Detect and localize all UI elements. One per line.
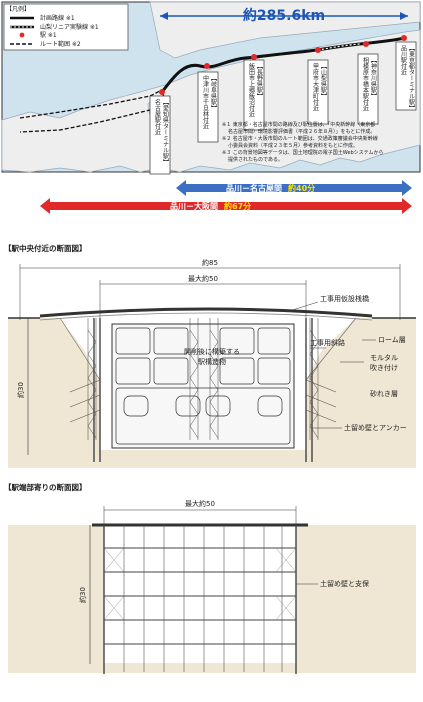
station-structure bbox=[111, 323, 295, 449]
bar-osaka: 品川－大阪間 約67分 bbox=[40, 198, 412, 214]
station-box bbox=[149, 95, 171, 175]
label-mortar-1: モルタル bbox=[370, 353, 398, 362]
intermediate-posts bbox=[123, 525, 283, 672]
station-dot bbox=[159, 89, 165, 95]
bracing bbox=[103, 547, 297, 621]
station-box bbox=[357, 53, 379, 125]
station-label: 中津川市千旦林付近 bbox=[202, 74, 209, 130]
temporary-bridge-deck bbox=[39, 307, 373, 318]
bar-nagoya-time: 約40分 bbox=[288, 183, 315, 193]
dimension-depth-2-label: 約30 bbox=[78, 587, 87, 603]
yamanashi-test-line bbox=[317, 43, 361, 51]
section-center: 【駅中央付近の断面図】 bbox=[4, 243, 416, 468]
station-dot bbox=[363, 41, 369, 47]
dimension-total: 約85 bbox=[19, 258, 401, 320]
section-end: 【駅端部寄りの断面図】 bbox=[4, 482, 416, 674]
station-label: 【神奈川県駅】 bbox=[370, 57, 377, 99]
label-loam: ローム層 bbox=[378, 336, 406, 344]
legend-planned-route: 計画路線 ※1 bbox=[40, 14, 75, 22]
dimension-total-label: 約85 bbox=[202, 258, 218, 267]
label-structure-1: 開削後に構築する bbox=[184, 347, 240, 356]
label-structure-2: 駅構造物 bbox=[198, 357, 226, 366]
section-end-title: 【駅端部寄りの断面図】 bbox=[4, 482, 87, 492]
legend-route-range: ルート範囲 ※2 bbox=[40, 40, 81, 48]
travel-time-bars: 品川－名古屋間 約40分 品川－大阪間 約67分 bbox=[40, 180, 412, 214]
label-gravel: 砂れき層 bbox=[370, 389, 398, 398]
station-label: 【東京都ターミナル駅】 bbox=[408, 45, 415, 111]
station-label: 【愛知県ターミナル駅】 bbox=[162, 99, 169, 165]
retaining-walls-2 bbox=[103, 525, 297, 674]
station-box bbox=[197, 71, 219, 143]
station-box bbox=[307, 59, 329, 125]
map-note: ※１ 東京都・名古屋市間の路線及び駅位置は、「中央新幹線（東京都・ bbox=[222, 121, 380, 128]
dimension-max: 最大約50 bbox=[99, 274, 307, 318]
station-labels: 【東京都ターミナル駅】品川駅付近 【神奈川県駅】相模原市橋本駅付近 【山梨県駅】甲府… bbox=[149, 41, 417, 175]
station-dot bbox=[315, 47, 321, 53]
station-label: 相模原市橋本駅付近 bbox=[362, 56, 369, 112]
station-label: 飯田市上郷飯沼付近 bbox=[248, 62, 255, 118]
map-note: 小委員会資料（平成２３年５月）参考資料をもとに作成。 bbox=[228, 142, 358, 149]
station-label: 【岐阜県駅】 bbox=[210, 75, 217, 111]
label-temp-bridge: 工事用仮設桟橋 bbox=[320, 294, 369, 303]
dimension-depth: 約30 bbox=[16, 318, 29, 455]
section-center-callouts: 工事用仮設桟橋 工事用斜路 開削後に構築する 駅構造物 ローム層 モルタル 吹き… bbox=[184, 294, 407, 432]
dimension-depth-label: 約30 bbox=[16, 382, 25, 398]
station-box bbox=[395, 41, 417, 111]
legend-station: 駅 ※1 bbox=[40, 32, 57, 39]
station-label: 名古屋駅付近 bbox=[154, 98, 161, 136]
station-dot bbox=[401, 35, 407, 41]
station-box bbox=[243, 59, 265, 131]
slope-right bbox=[306, 318, 356, 380]
legend-title: 【凡例】 bbox=[6, 5, 30, 13]
slope-left bbox=[60, 318, 100, 380]
station-label: 甲府市大津町付近 bbox=[312, 63, 319, 112]
station-dot bbox=[251, 54, 257, 60]
map-notes: ※１ 東京都・名古屋市間の路線及び駅位置は、「中央新幹線（東京都・ 名古屋市間）… bbox=[222, 121, 384, 163]
lattice-columns bbox=[87, 318, 319, 440]
section-center-title: 【駅中央付近の断面図】 bbox=[4, 243, 87, 253]
label-temp-slope: 工事用斜路 bbox=[310, 338, 345, 347]
bar-osaka-time: 約67分 bbox=[224, 201, 251, 211]
station-dot bbox=[204, 63, 210, 69]
distance-label: 約285.6km bbox=[243, 7, 325, 24]
label-wall-strut: 土留め壁と支保 bbox=[320, 579, 369, 588]
label-mortar-2: 吹き付け bbox=[370, 363, 398, 372]
route-map: 約285.6km 【東京都ターミナル駅】品川駅付近 【神奈川県駅】相模原市橋本駅付… bbox=[1, 1, 421, 175]
station-dots bbox=[159, 35, 407, 95]
station-label: 【長野県駅】 bbox=[256, 63, 263, 99]
dimension-depth-2: 約30 bbox=[78, 525, 91, 664]
pit-2 bbox=[104, 525, 296, 663]
bar-osaka-label: 品川－大阪間 bbox=[170, 201, 218, 211]
bar-nagoya-label: 品川－名古屋間 bbox=[226, 183, 282, 193]
map-note: 名古屋市間）環境影響評価書（平成２６年８月）」をもとに作成。 bbox=[228, 128, 375, 135]
legend-test-line: 山梨リニア実験線 ※1 bbox=[40, 23, 99, 31]
ground-anchors bbox=[69, 379, 337, 423]
bar-nagoya: 品川－名古屋間 約40分 bbox=[176, 180, 412, 196]
retaining-walls bbox=[93, 318, 313, 462]
distance-arrow: 約285.6km bbox=[160, 7, 408, 24]
map-note: 提供されたものである。 bbox=[228, 156, 283, 163]
label-wall-anchor: 土留め壁とアンカー bbox=[344, 423, 407, 432]
structure-grid bbox=[115, 327, 291, 445]
dimension-max-2: 最大約50 bbox=[103, 499, 297, 525]
dimension-max-2-label: 最大約50 bbox=[185, 499, 215, 508]
dimension-max-label: 最大約50 bbox=[188, 274, 218, 283]
station-label: 品川駅付近 bbox=[400, 45, 407, 76]
map-note: ※３ この背景地図等データは、国土地理院の電子国土Webシステムから bbox=[222, 149, 384, 156]
station-label: 【山梨県駅】 bbox=[320, 63, 327, 99]
legend: 【凡例】 計画路線 ※1 山梨リニア実験線 ※1 駅 ※1 ルート範囲 ※2 bbox=[3, 3, 129, 51]
map-note: ※２ 名古屋市・大阪市間のルート範囲は、交通政策審議会中央新幹線 bbox=[222, 135, 378, 142]
